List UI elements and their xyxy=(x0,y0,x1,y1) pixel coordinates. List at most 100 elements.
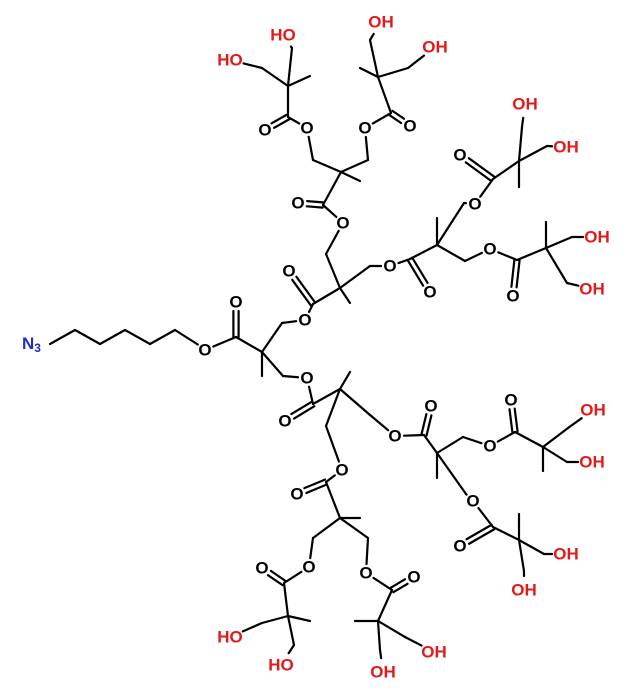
backbone-bond xyxy=(311,158,343,174)
ester-bond xyxy=(477,507,495,529)
backbone-bond xyxy=(517,538,526,573)
carbonyl-oxygen: O xyxy=(453,146,466,165)
ester-bond xyxy=(463,251,483,263)
ester-oxygen: O xyxy=(483,437,496,456)
ester-bond xyxy=(307,302,315,314)
backbone-bond xyxy=(435,201,466,247)
backbone-bond xyxy=(282,581,290,618)
ester-oxygen: O xyxy=(359,564,372,583)
carbonyl-oxygen: O xyxy=(453,537,466,556)
carbonyl-bond xyxy=(508,408,514,434)
hydroxyl-group: OH xyxy=(553,138,579,157)
backbone-bond xyxy=(324,480,342,520)
hydroxyl-bond xyxy=(403,635,423,647)
backbone-bond xyxy=(324,252,342,290)
carbonyl-oxygen: O xyxy=(506,287,519,306)
methyl-bond xyxy=(286,74,312,88)
methyl-bond xyxy=(286,614,312,623)
ester-oxygen: O xyxy=(466,492,479,511)
ester-oxygen: O xyxy=(198,341,211,360)
hydroxyl-bond xyxy=(241,621,264,633)
ester-oxygen: O xyxy=(336,214,349,233)
backbone-bond xyxy=(435,243,467,263)
carbonyl-bond xyxy=(467,157,496,178)
ester-bond xyxy=(324,424,341,463)
backbone-bond xyxy=(338,264,372,290)
carbonyl-bond xyxy=(406,259,425,287)
hydroxyl-bond xyxy=(520,116,525,129)
carbonyl-bond xyxy=(510,258,516,288)
carbonyl-oxygen: O xyxy=(255,559,268,578)
carbonyl-bond xyxy=(392,582,409,594)
backbone-bond xyxy=(339,158,370,174)
backbone-bond xyxy=(491,159,521,181)
ester-bond xyxy=(324,474,336,484)
carbonyl-bond xyxy=(464,161,493,183)
ester-oxygen: O xyxy=(388,427,401,446)
ester-bond xyxy=(280,320,298,325)
carbonyl-bond xyxy=(269,569,287,582)
methyl-bond xyxy=(339,170,362,183)
hydroxyl-group: OH xyxy=(368,13,394,32)
hexyl-chain-bond xyxy=(123,328,152,346)
core-bond xyxy=(234,335,264,354)
hydroxyl-group: OH xyxy=(511,581,537,600)
carbonyl-oxygen: O xyxy=(291,194,304,213)
carbonyl-bond xyxy=(391,109,406,120)
hexyl-chain-bond xyxy=(173,328,199,346)
ester-bond xyxy=(365,536,370,566)
methyl-bond xyxy=(358,66,380,79)
hydroxyl-group: OH xyxy=(579,453,605,472)
ester-bond xyxy=(364,135,370,162)
ester-oxygen: O xyxy=(298,311,311,330)
carbonyl-bond xyxy=(290,400,313,416)
hexyl-chain-bond xyxy=(98,328,127,346)
ester-oxygen: O xyxy=(483,240,496,259)
backbone-bond xyxy=(260,66,290,88)
carbonyl-bond xyxy=(465,523,493,541)
hydroxyl-bond xyxy=(289,45,294,50)
ester-oxygen: O xyxy=(300,369,313,388)
backbone-bond xyxy=(435,435,465,455)
carbonyl-oxygen: O xyxy=(424,397,437,416)
carbonyl-oxygen: O xyxy=(504,391,517,410)
carbonyl-bond xyxy=(270,113,288,125)
backbone-bond xyxy=(311,387,342,406)
backbone-bond xyxy=(338,516,370,540)
ester-bond xyxy=(321,203,338,219)
ester-oxygen: O xyxy=(383,257,396,276)
carbonyl-bond xyxy=(513,407,519,433)
backbone-bond xyxy=(517,125,524,163)
backbone-bond xyxy=(311,516,342,540)
ester-bond xyxy=(371,111,393,125)
hydroxyl-bond xyxy=(368,32,375,42)
hydroxyl-bond xyxy=(565,281,580,287)
backbone-bond xyxy=(376,75,393,115)
ester-bond xyxy=(368,413,390,432)
backbone-bond xyxy=(544,235,574,250)
backbone-bond xyxy=(286,46,294,88)
ester-bond xyxy=(324,229,340,256)
backbone-bond xyxy=(422,433,439,455)
methyl-bond xyxy=(338,370,352,391)
core-bond xyxy=(260,321,284,354)
hydroxyl-group: OH xyxy=(553,545,579,564)
ester-bond xyxy=(496,430,517,443)
carbonyl-bond xyxy=(467,528,496,545)
carbonyl-bond xyxy=(389,578,407,589)
hydroxyl-group: OH xyxy=(580,401,606,420)
hydroxyl-group: OH xyxy=(421,643,447,662)
carbonyl-oxygen: O xyxy=(403,117,416,136)
hydroxyl-group: HO xyxy=(217,51,243,70)
backbone-bond xyxy=(321,170,343,207)
carbonyl-bond xyxy=(515,259,521,289)
hydroxyl-bond xyxy=(378,648,383,660)
carbonyl-oxygen: O xyxy=(290,485,303,504)
carbonyl-bond xyxy=(411,256,429,285)
ester-bond xyxy=(281,374,300,379)
ester-bond xyxy=(461,435,483,445)
hydroxyl-bond xyxy=(242,62,264,70)
carbonyl-oxygen: O xyxy=(423,283,436,302)
hydroxyl-group: OH xyxy=(422,38,448,57)
